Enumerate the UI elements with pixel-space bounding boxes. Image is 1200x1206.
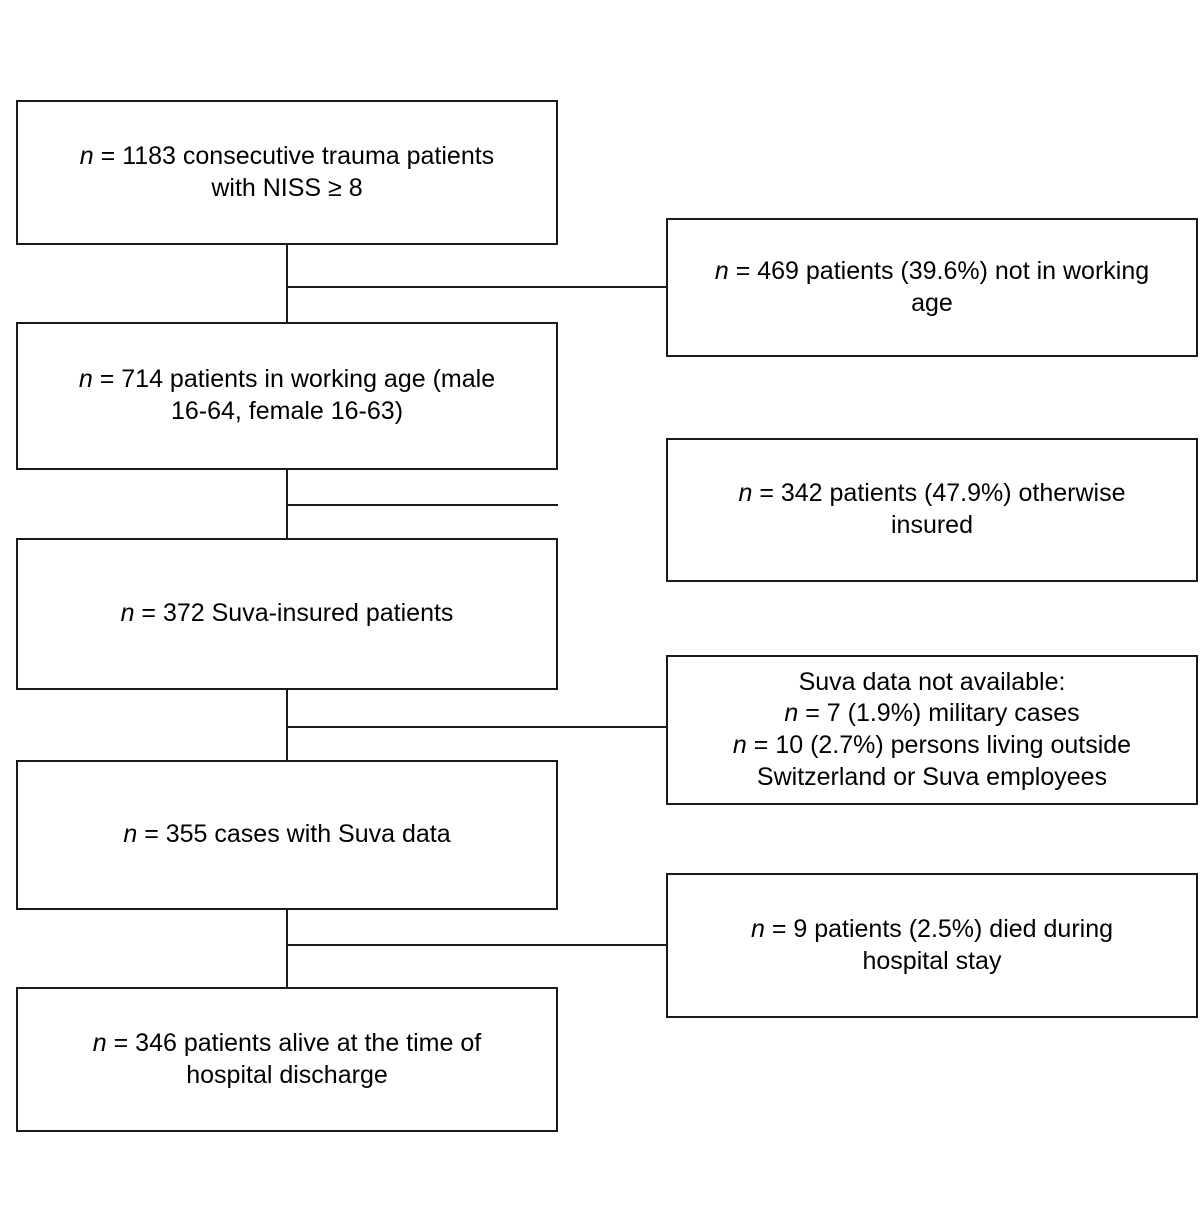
node-otherwise-insured-label: n = 342 patients (47.9%) otherwise insur… [724,478,1139,542]
connector-branch-4 [286,944,667,946]
connector-branch-1 [286,286,667,288]
node-not-working-age-line1: = 469 patients (39.6%) not in working ag… [735,256,1150,317]
node-working-age-label: n = 714 patients in working age (male 16… [65,364,509,428]
node-working-age-line1: = 714 patients in working age (male 16-6… [99,365,496,425]
italic-n: n [123,820,138,849]
connector-branch-3 [286,726,667,728]
node-suva-data-not-available: Suva data not available: n = 7 (1.9%) mi… [666,655,1198,805]
node-alive-at-discharge-line1: = 346 patients alive at the time of hosp… [113,1028,482,1089]
node-suva-data: n = 355 cases with Suva data [16,760,558,910]
node-suva-insured: n = 372 Suva-insured patients [16,538,558,690]
italic-n: n [738,479,753,508]
italic-n: n [784,699,799,728]
node-died-in-hospital-label: n = 9 patients (2.5%) died during hospit… [737,914,1127,978]
node-alive-at-discharge-label: n = 346 patients alive at the time of ho… [79,1028,495,1092]
node-working-age: n = 714 patients in working age (male 16… [16,322,558,470]
italic-n: n [714,256,729,285]
node-suva-data-line1: = 355 cases with Suva data [137,820,451,849]
node-suva-nd-line3: = 10 (2.7%) persons living outside Switz… [753,731,1132,791]
node-otherwise-insured: n = 342 patients (47.9%) otherwise insur… [666,438,1198,582]
node-not-working-age: n = 469 patients (39.6%) not in working … [666,218,1198,357]
italic-n: n [79,141,94,170]
node-enrolled-line1: = 1183 consecutive trauma patients with … [100,141,495,202]
node-enrolled: n = 1183 consecutive trauma patients wit… [16,100,558,245]
node-suva-data-label: n = 355 cases with Suva data [109,819,464,851]
connector-vertical-4 [286,910,288,987]
italic-n: n [92,1028,107,1057]
node-suva-nd-line1: Suva data not available: [798,667,1066,696]
italic-n: n [732,731,747,759]
italic-n: n [120,599,135,628]
node-otherwise-insured-line1: = 342 patients (47.9%) otherwise insured [759,479,1126,539]
node-not-working-age-label: n = 469 patients (39.6%) not in working … [701,256,1163,320]
node-suva-nd-line2: = 7 (1.9%) military cases [798,699,1080,728]
connector-branch-2 [286,504,558,506]
node-alive-at-discharge: n = 346 patients alive at the time of ho… [16,987,558,1132]
node-enrolled-label: n = 1183 consecutive trauma patients wit… [66,141,508,205]
connector-vertical-1 [286,245,288,323]
node-suva-data-not-available-label: Suva data not available: n = 7 (1.9%) mi… [719,667,1145,794]
node-died-in-hospital: n = 9 patients (2.5%) died during hospit… [666,873,1198,1018]
node-suva-insured-line1: = 372 Suva-insured patients [134,599,454,628]
italic-n: n [750,914,765,943]
node-suva-insured-label: n = 372 Suva-insured patients [107,598,468,630]
italic-n: n [78,365,93,394]
node-died-in-hospital-line1: = 9 patients (2.5%) died during hospital… [771,914,1114,975]
